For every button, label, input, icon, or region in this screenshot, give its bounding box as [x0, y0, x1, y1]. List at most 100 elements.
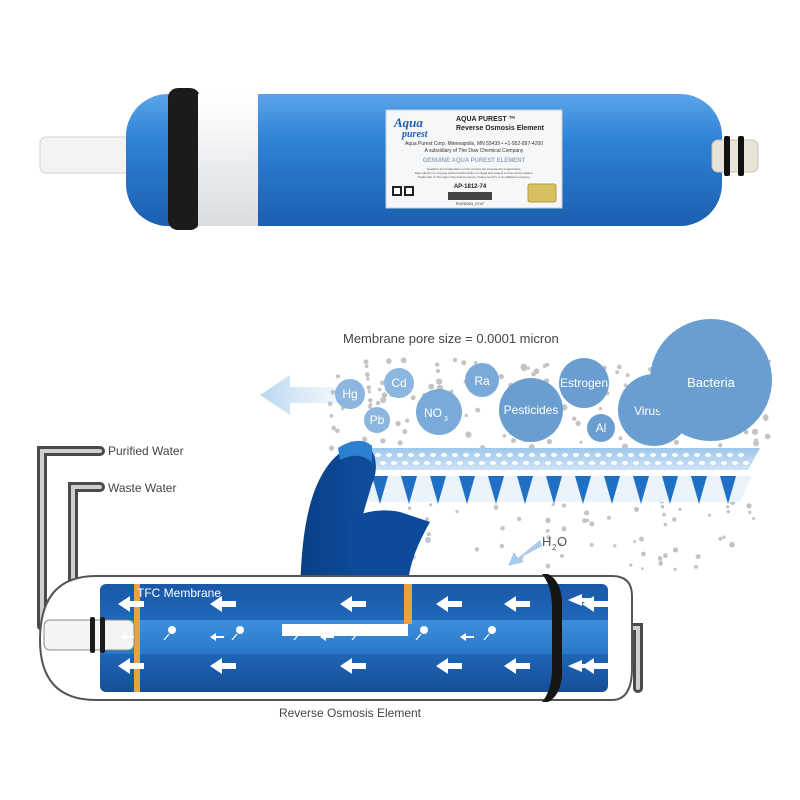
pb-label: Pb: [370, 413, 385, 427]
water-dot: [475, 407, 481, 413]
water-dot: [584, 510, 590, 516]
core-arrow-icon: [460, 633, 466, 641]
water-dot: [381, 392, 388, 398]
permeate-bubble: [298, 626, 306, 634]
water-dot: [560, 553, 564, 558]
flow-arrow-icon: [340, 596, 366, 612]
permeate-bubble-trail: [231, 633, 238, 641]
water-dot: [542, 363, 548, 368]
water-dot: [428, 384, 433, 390]
inlet-arrow-icon: [568, 594, 594, 606]
core-arrow-shaft: [326, 636, 334, 638]
h2o-subscript: 2: [552, 543, 557, 552]
label-serial: RVE5063_0747: [456, 201, 485, 206]
water-dot: [718, 536, 723, 541]
water-dot: [672, 547, 679, 553]
permeate-bubble: [236, 626, 244, 634]
water-dot: [377, 387, 382, 392]
water-dot: [435, 362, 440, 367]
membrane-channel: [517, 476, 533, 504]
membrane-pore: [710, 461, 716, 465]
membrane-pore: [518, 453, 524, 457]
membrane-pore: [452, 453, 458, 457]
membrane-pore: [468, 461, 474, 465]
water-dot: [400, 357, 407, 364]
permeate-bubble-trail: [415, 633, 422, 641]
label-model-number: AP-1812-74: [454, 184, 487, 190]
membrane-channel: [372, 476, 388, 504]
water-dot: [375, 400, 381, 406]
water-dot: [607, 515, 611, 520]
water-dot: [520, 363, 527, 370]
flow-arrow-icon: [504, 596, 530, 612]
waste-water-label: Waste Water: [108, 481, 176, 495]
water-dot: [545, 529, 550, 533]
water-dot: [678, 507, 682, 511]
water-dot: [464, 413, 468, 418]
flow-arrow-icon: [340, 658, 366, 674]
core-arrow-icon: [320, 633, 326, 641]
water-dot: [572, 416, 577, 421]
membrane-pore: [661, 453, 667, 457]
element-caption: Reverse Osmosis Element: [279, 706, 422, 720]
water-dot: [623, 383, 628, 388]
no3-subscript: 3: [444, 416, 448, 423]
membrane-pore: [501, 461, 507, 465]
core-arrow-icon: [120, 633, 126, 641]
water-dot: [380, 380, 385, 386]
water-dot: [658, 561, 664, 566]
water-dot: [546, 438, 553, 445]
membrane-channel: [459, 476, 475, 504]
water-dot: [498, 373, 504, 380]
membrane-pore: [551, 453, 557, 457]
water-dot: [751, 428, 759, 435]
cd-bubble: [384, 368, 414, 398]
qr-code-icon: [392, 186, 414, 196]
water-dot: [436, 378, 443, 385]
membrane-pore: [540, 453, 546, 457]
water-dot: [657, 556, 663, 561]
membrane-channel: [633, 476, 649, 504]
water-dot: [672, 517, 677, 522]
purified-water-label: Purified Water: [108, 444, 184, 458]
water-dot: [663, 553, 668, 559]
glue-line: [404, 584, 412, 624]
membrane-pore: [496, 453, 502, 457]
water-dot: [616, 364, 622, 370]
membrane-pore: [622, 461, 628, 465]
membrane-pore: [490, 461, 496, 465]
membrane-pore: [573, 453, 579, 457]
membrane-pore: [545, 461, 551, 465]
core-bubbles: [163, 626, 496, 641]
membrane-pore: [463, 453, 469, 457]
membrane-pore: [584, 453, 590, 457]
membrane-sheet: [340, 448, 760, 504]
inlet-arrow-icon: [568, 660, 594, 672]
water-dot: [639, 536, 644, 542]
flow-arrows: [118, 594, 608, 674]
tfc-membrane-label: TFC Membrane: [137, 586, 221, 600]
cartridge-white-band: [198, 94, 258, 226]
flow-arrow-icon: [118, 596, 144, 612]
water-dot: [662, 512, 666, 517]
membrane-pore: [397, 453, 403, 457]
core-arrow-shaft: [126, 636, 134, 638]
h2o-label: H: [542, 534, 551, 549]
h2o-label-o: O: [557, 534, 567, 549]
water-dot: [754, 438, 758, 443]
membrane-pore: [595, 453, 601, 457]
membrane-channel: [662, 476, 678, 504]
label-fine-print-1: Graphics and trademarks on this product …: [427, 167, 522, 171]
membrane-pore: [705, 453, 711, 457]
end-cap-tube: [43, 619, 135, 651]
membrane-pore: [529, 453, 535, 457]
membrane-pore: [457, 461, 463, 465]
membrane-pore: [650, 453, 656, 457]
water-dot: [618, 436, 623, 441]
water-dot: [629, 563, 633, 567]
water-dot: [367, 390, 371, 394]
water-dot: [410, 395, 416, 401]
water-dot: [558, 542, 563, 546]
membrane-pore: [688, 461, 694, 465]
